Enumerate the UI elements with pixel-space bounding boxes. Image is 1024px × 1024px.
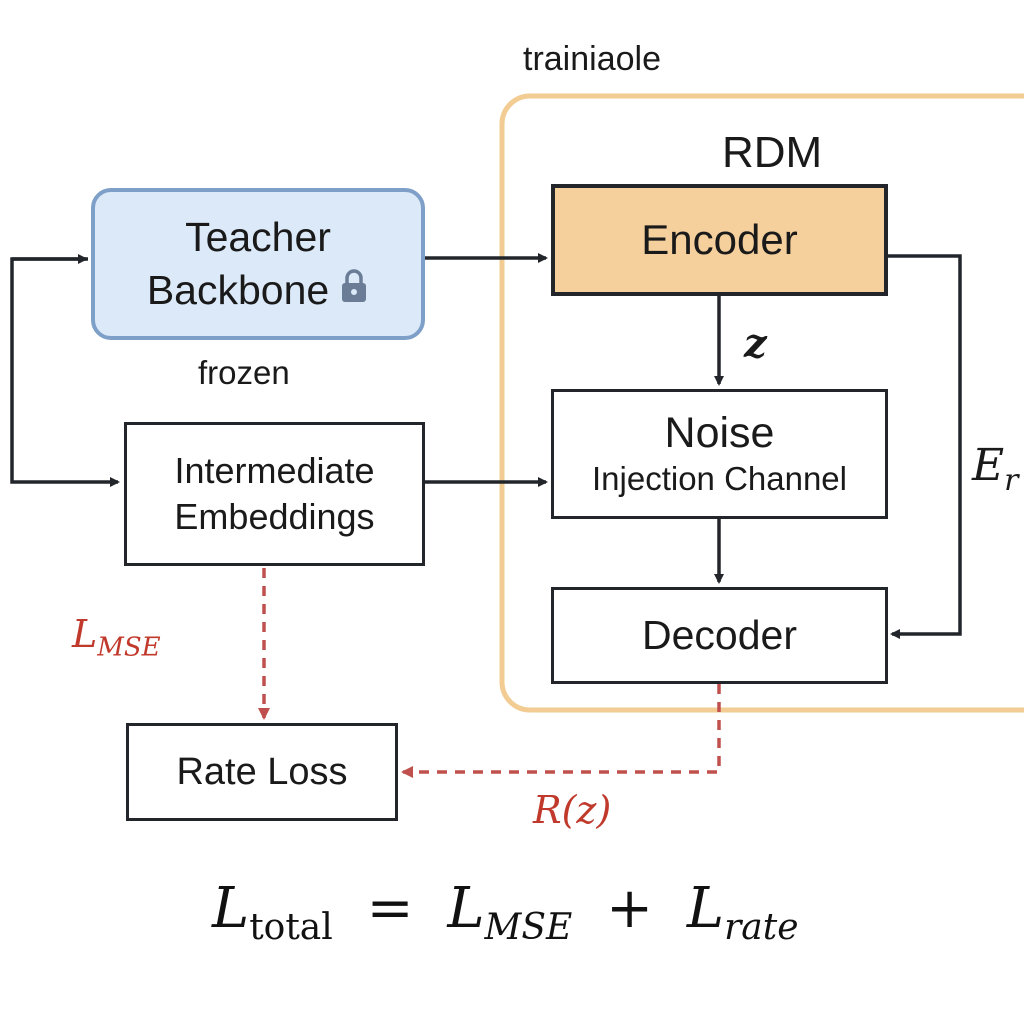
trainable-region (499, 93, 1024, 713)
trainable-label: trainiaole (523, 40, 661, 78)
rate-loss-label: Rate Loss (176, 750, 348, 793)
encoder-box: Encoder (551, 184, 888, 296)
formula-term2-sub: rate (724, 907, 799, 949)
formula-term1: L (447, 876, 485, 941)
formula-lhs: L (212, 876, 250, 941)
z-label: z (744, 320, 767, 367)
formula-plus: + (606, 876, 654, 941)
lock-icon (339, 264, 369, 317)
formula-term1-sub: MSE (484, 907, 573, 949)
encoder-label: Encoder (641, 216, 798, 263)
rz-label: R(z) (533, 788, 612, 832)
rdm-label: RDM (722, 128, 823, 177)
rz-dashed-arrow (401, 684, 721, 778)
formula-equals: = (366, 876, 414, 941)
intermediate-embeddings-box: Intermediate Embeddings (124, 422, 425, 566)
formula-term2: L (686, 876, 725, 941)
frozen-label: frozen (198, 354, 290, 391)
er-label: Er (972, 440, 1019, 498)
teacher-backbone-box: Teacher Backbone (91, 188, 425, 340)
total-loss-formula: Ltotal = LMSE + Lrate (212, 876, 799, 948)
noise-line2: Injection Channel (591, 460, 847, 497)
noise-line1: Noise (664, 409, 775, 457)
noise-injection-box: Noise Injection Channel (551, 389, 888, 519)
decoder-box: Decoder (551, 587, 888, 684)
encoder-to-decoder-bypass-arrow (888, 254, 962, 639)
intermediate-line2: Embeddings (174, 496, 375, 537)
rate-loss-box: Rate Loss (126, 723, 398, 821)
formula-lhs-sub: total (249, 907, 333, 949)
teacher-line2: Backbone (146, 267, 330, 313)
teacher-line1: Teacher (185, 214, 331, 260)
decoder-label: Decoder (642, 612, 797, 658)
intermediate-line1: Intermediate (174, 450, 375, 491)
lmse-label: LMSE (72, 612, 161, 663)
